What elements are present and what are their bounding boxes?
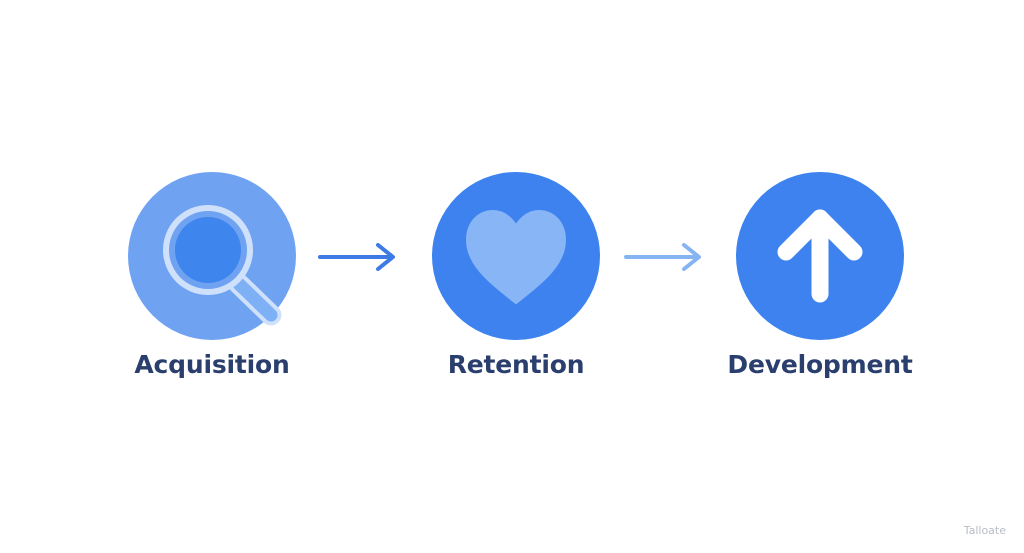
connector-arrow-2	[620, 240, 706, 274]
development-circle	[736, 172, 904, 340]
arrow-up-icon	[736, 172, 904, 340]
stage-label-acquisition: Acquisition	[134, 350, 290, 379]
magnifying-glass-icon	[128, 172, 296, 340]
arrow-right-icon	[624, 243, 701, 271]
connector-arrow-1	[314, 240, 400, 274]
acquisition-circle	[128, 172, 296, 340]
stage-development: Development	[720, 0, 920, 553]
stage-retention: Retention	[416, 0, 616, 553]
watermark-text: Talloate	[963, 524, 1006, 537]
stage-label-retention: Retention	[447, 350, 585, 379]
stage-acquisition: Acquisition	[112, 0, 312, 553]
arrow-right-icon	[318, 243, 395, 271]
heart-icon	[432, 172, 600, 340]
stage-label-development: Development	[727, 350, 913, 379]
retention-circle	[432, 172, 600, 340]
